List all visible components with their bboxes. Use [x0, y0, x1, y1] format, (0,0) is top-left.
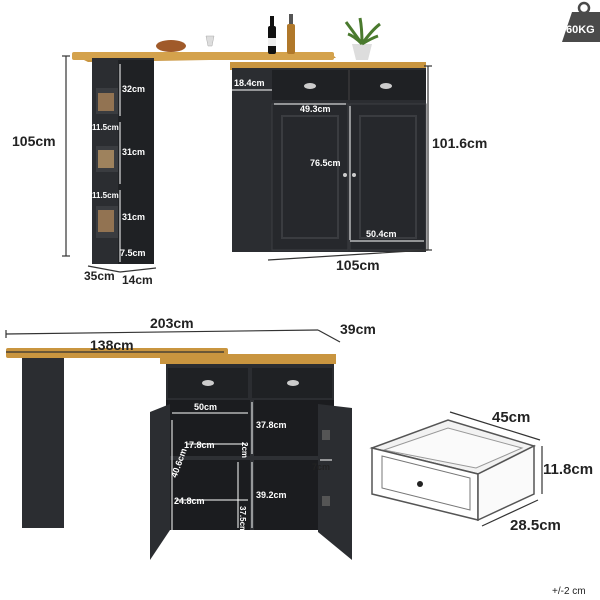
drawer-illustration: [369, 419, 537, 522]
label-shelf-depth: 17.8cm: [184, 440, 215, 450]
label-door-height: 76.5cm: [310, 158, 341, 168]
top-product-illustration: [72, 14, 427, 264]
label-drawer-depth: 28.5cm: [510, 517, 561, 534]
label-shelf-bottom: 7.5cm: [120, 248, 146, 258]
label-cabinet-width: 105cm: [336, 257, 380, 273]
label-lower-height-2: 39.2cm: [256, 490, 287, 500]
label-top-depth: 39cm: [340, 321, 376, 337]
drawer-dimension-lines: [449, 411, 543, 527]
label-door-width: 50.4cm: [366, 229, 397, 239]
label-inner-height: 37.8cm: [256, 420, 287, 430]
top-dimension-lines: [62, 55, 432, 273]
label-lower-height: 24.8cm: [174, 496, 205, 506]
label-door-shelf: 7cm: [312, 462, 330, 472]
label-drawer-width: 45cm: [492, 409, 530, 426]
label-shelf-1: 32cm: [122, 84, 145, 94]
bottom-dimension-lines: [5, 329, 341, 530]
label-bottom-gap: 37.5cm: [238, 506, 247, 533]
label-gap-2: 11.5cm: [92, 191, 119, 200]
label-total-width: 203cm: [150, 315, 194, 331]
label-width-side: 14cm: [122, 273, 153, 287]
label-drawer-height: 18.4cm: [234, 78, 265, 88]
label-inner-width: 50cm: [194, 402, 217, 412]
label-height-total: 105cm: [12, 133, 56, 149]
label-shelf-3: 31cm: [122, 212, 145, 222]
top-dimension-labels: 105cm 32cm 11.5cm 31cm 11.5cm 31cm 7.5cm…: [12, 78, 487, 287]
weight-badge: 60KG: [562, 1, 600, 42]
label-shelf-thick: 2cm: [240, 442, 249, 458]
label-shelf-2: 31cm: [122, 147, 145, 157]
label-drawer-width: 49.3cm: [300, 104, 331, 114]
weight-label: 60KG: [566, 24, 595, 36]
label-drawer-height-box: 11.8cm: [543, 461, 593, 478]
label-gap-1: 11.5cm: [92, 123, 119, 132]
label-top-width: 138cm: [90, 337, 134, 353]
tolerance-note: +/-2 cm: [552, 586, 586, 597]
drawer-dimension-labels: 45cm 11.8cm 28.5cm: [492, 409, 593, 534]
label-depth-side: 35cm: [84, 269, 115, 283]
label-cabinet-height: 101.6cm: [432, 135, 487, 151]
